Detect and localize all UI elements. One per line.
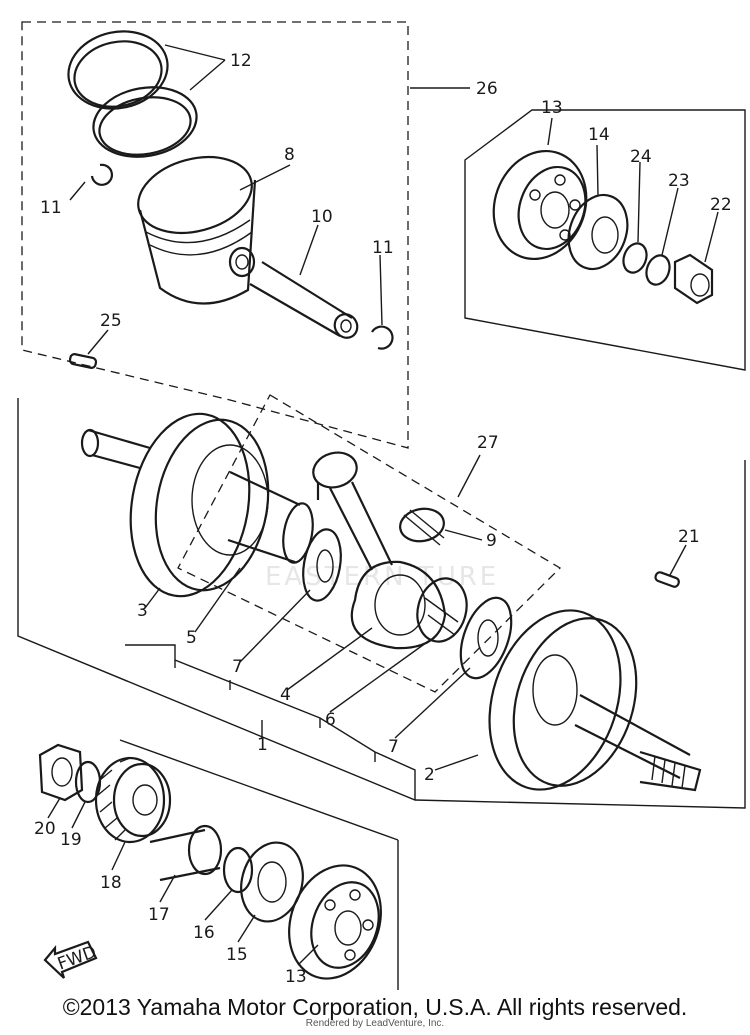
callout-3: 3 bbox=[137, 601, 148, 621]
callout-18: 18 bbox=[100, 873, 122, 893]
callout-16: 16 bbox=[193, 923, 215, 943]
callout-6: 6 bbox=[325, 710, 336, 730]
washer-7-right bbox=[459, 596, 513, 680]
washer-23 bbox=[645, 254, 671, 286]
callout-12: 12 bbox=[230, 51, 252, 71]
crankshaft-assembly-box bbox=[17, 398, 746, 809]
callout-13: 13 bbox=[541, 98, 563, 118]
piston-pin bbox=[249, 261, 359, 339]
callout-14: 14 bbox=[588, 125, 610, 145]
callout-26: 26 bbox=[476, 79, 498, 99]
svg-text:FWD: FWD bbox=[55, 942, 99, 974]
circlip-left bbox=[90, 163, 114, 186]
piston-group-box bbox=[21, 21, 409, 449]
washer-24 bbox=[622, 242, 648, 274]
nut-20 bbox=[38, 743, 84, 802]
callout-17: 17 bbox=[148, 905, 170, 925]
crank-left-half bbox=[80, 412, 270, 598]
watermark-text: EASTERN TURE bbox=[265, 562, 499, 592]
bearing-13-top bbox=[492, 149, 588, 261]
washer-7-left bbox=[302, 528, 342, 602]
callout-8: 8 bbox=[284, 145, 295, 165]
callout-22: 22 bbox=[710, 195, 732, 215]
conrod-group-box bbox=[177, 394, 562, 693]
callout-1: 1 bbox=[257, 735, 268, 755]
bearing-13-bottom bbox=[288, 864, 382, 980]
circlip-16 bbox=[222, 846, 254, 894]
woodruff-key-25 bbox=[68, 353, 98, 369]
bottom-parts-box bbox=[119, 739, 399, 990]
woodruff-key-21 bbox=[654, 571, 680, 588]
callout-25: 25 bbox=[100, 311, 122, 331]
callout-5: 5 bbox=[186, 628, 197, 648]
render-credit: Rendered by LeadVenture, Inc. bbox=[305, 1018, 445, 1029]
bearing-15 bbox=[240, 841, 304, 923]
nut-22 bbox=[673, 253, 714, 305]
callout-2: 2 bbox=[424, 765, 435, 785]
crank-right-half bbox=[488, 609, 702, 792]
circlip-right bbox=[371, 325, 394, 350]
crank-pin-5 bbox=[227, 471, 314, 564]
connecting-rod-4 bbox=[312, 451, 447, 650]
gear-18 bbox=[94, 756, 172, 844]
needle-bearing-9 bbox=[399, 507, 445, 546]
needle-bearing-6 bbox=[416, 577, 468, 643]
callout-13: 13 bbox=[285, 967, 307, 987]
leader-lines bbox=[47, 44, 719, 966]
copyright-notice: ©2013 Yamaha Motor Corporation, U.S.A. A… bbox=[62, 994, 688, 1020]
callout-23: 23 bbox=[668, 171, 690, 191]
callout-24: 24 bbox=[630, 147, 652, 167]
callout-27: 27 bbox=[477, 433, 499, 453]
callout-7: 7 bbox=[232, 657, 243, 677]
callout-11: 11 bbox=[372, 238, 394, 258]
bearing-set-box bbox=[464, 109, 746, 371]
oil-seal-14 bbox=[567, 193, 629, 271]
piston bbox=[137, 156, 257, 305]
callouts: 12 26 8 11 10 11 13 14 24 23 22 25 27 9 … bbox=[34, 51, 732, 987]
callout-19: 19 bbox=[60, 830, 82, 850]
callout-11: 11 bbox=[40, 198, 62, 218]
callout-4: 4 bbox=[280, 685, 291, 705]
callout-20: 20 bbox=[34, 819, 56, 839]
spacer-17 bbox=[149, 824, 223, 882]
exploded-parts-diagram: EASTERN TURE bbox=[17, 21, 746, 990]
callout-15: 15 bbox=[226, 945, 248, 965]
piston-rings bbox=[67, 30, 198, 158]
callout-21: 21 bbox=[678, 527, 700, 547]
fwd-arrow: FWD bbox=[43, 940, 99, 979]
callout-10: 10 bbox=[311, 207, 333, 227]
callout-9: 9 bbox=[486, 531, 497, 551]
callout-7: 7 bbox=[388, 737, 399, 757]
